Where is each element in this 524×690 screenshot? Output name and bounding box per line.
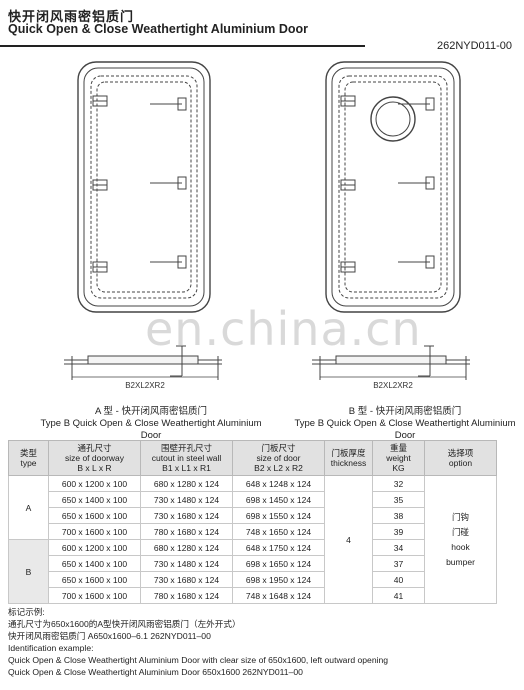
table-row: 650 x 1400 x 100 730 x 1480 x 124 698 x …: [9, 555, 497, 572]
door-cell: 648 x 1248 x 124: [232, 475, 325, 492]
notes-code-cn: 快开闭风雨密铝质门 A650x1600–6.1 262NYD011–00: [8, 631, 211, 641]
cutout-cell: 680 x 1280 x 124: [140, 475, 233, 492]
door-cell: 648 x 1750 x 124: [232, 539, 325, 556]
cutout-cell: 730 x 1680 x 124: [140, 507, 233, 524]
identification-notes: 标记示例: 通孔尺寸为650x1600的A型快开闭风雨密铝质门（左外开式） 快开…: [8, 606, 388, 678]
thickness-cell: 4: [324, 475, 373, 604]
table-row: 650 x 1600 x 100 730 x 1680 x 124 698 x …: [9, 507, 497, 524]
door-b-dimension-label: B2XL2XR2: [373, 381, 413, 390]
doorway-cell: 650 x 1400 x 100: [48, 555, 141, 572]
cutout-cell: 730 x 1480 x 124: [140, 491, 233, 508]
door-drawings: B2XL2XR2: [64, 61, 470, 390]
watermark: en.china.cn: [145, 302, 422, 356]
cutout-cell: 680 x 1280 x 124: [140, 539, 233, 556]
weight-cell: 38: [372, 507, 425, 524]
door-cell: 698 x 1650 x 124: [232, 555, 325, 572]
title-chinese: 快开闭风雨密铝质门: [8, 9, 135, 24]
doorway-cell: 650 x 1600 x 100: [48, 571, 141, 588]
table-row: 700 x 1600 x 100 780 x 1680 x 124 748 x …: [9, 523, 497, 540]
option-cell: 门钩 门碰 hook bumper: [424, 475, 497, 604]
door-b-drawing: B2XL2XR2: [312, 61, 470, 390]
table-row: B 600 x 1200 x 100 680 x 1280 x 124 648 …: [8, 539, 497, 604]
type-cell-b: B: [8, 539, 49, 604]
door-cell: 698 x 1550 x 124: [232, 507, 325, 524]
doorway-cell: 600 x 1200 x 100: [48, 475, 141, 492]
weight-cell: 41: [372, 587, 425, 604]
weight-cell: 40: [372, 571, 425, 588]
cutout-cell: 730 x 1680 x 124: [140, 571, 233, 588]
notes-label-cn: 标记示例:: [8, 607, 45, 617]
table-row: A 600 x 1200 x 100 680 x 1280 x 124 648 …: [8, 475, 497, 604]
weight-cell: 32: [372, 475, 425, 492]
notes-example-en: Quick Open & Close Weathertight Aluminiu…: [8, 655, 389, 665]
cutout-cell: 780 x 1680 x 124: [140, 523, 233, 540]
door-cell: 748 x 1650 x 124: [232, 523, 325, 540]
table-row: 650 x 1600 x 100 730 x 1680 x 124 698 x …: [9, 571, 497, 588]
doorway-cell: 650 x 1600 x 100: [48, 507, 141, 524]
document-code: 262NYD011-00: [436, 40, 512, 52]
title-underline: [0, 45, 365, 47]
doorway-cell: 700 x 1600 x 100: [48, 523, 141, 540]
table-row: 700 x 1600 x 100 780 x 1680 x 124 748 x …: [9, 587, 497, 604]
door-a-caption: A 型 - 快开闭风雨密铝质门 Type B Quick Open & Clos…: [36, 406, 266, 442]
door-b-caption: B 型 - 快开闭风雨密铝质门 Type B Quick Open & Clos…: [292, 406, 518, 442]
cutout-cell: 730 x 1480 x 124: [140, 555, 233, 572]
cutout-cell: 780 x 1680 x 124: [140, 587, 233, 604]
door-cell: 748 x 1648 x 124: [232, 587, 325, 604]
doorway-cell: 700 x 1600 x 100: [48, 587, 141, 604]
door-cell: 698 x 1950 x 124: [232, 571, 325, 588]
door-a-drawing: B2XL2XR2: [64, 61, 222, 390]
doorway-cell: 650 x 1400 x 100: [48, 491, 141, 508]
door-b-caption-en: Type B Quick Open & Close Weathertight A…: [294, 418, 516, 441]
door-a-caption-cn: A 型 - 快开闭风雨密铝质门: [95, 406, 207, 417]
notes-label-en: Identification example:: [8, 643, 94, 653]
notes-code-en: Quick Open & Close Weathertight Aluminiu…: [8, 667, 303, 677]
door-b-caption-cn: B 型 - 快开闭风雨密铝质门: [348, 406, 462, 417]
table-row: 650 x 1400 x 100 730 x 1480 x 124 698 x …: [9, 491, 497, 508]
doorway-cell: 600 x 1200 x 100: [48, 539, 141, 556]
notes-example-cn: 通孔尺寸为650x1600的A型快开闭风雨密铝质门（左外开式）: [8, 619, 241, 629]
weight-cell: 35: [372, 491, 425, 508]
type-cell-a: A: [8, 475, 49, 540]
door-cell: 698 x 1450 x 124: [232, 491, 325, 508]
weight-cell: 37: [372, 555, 425, 572]
title-english: Quick Open & Close Weathertight Aluminiu…: [8, 22, 309, 36]
weight-cell: 39: [372, 523, 425, 540]
door-a-caption-en: Type B Quick Open & Close Weathertight A…: [40, 418, 262, 441]
door-a-dimension-label: B2XL2XR2: [125, 381, 165, 390]
weight-cell: 34: [372, 539, 425, 556]
